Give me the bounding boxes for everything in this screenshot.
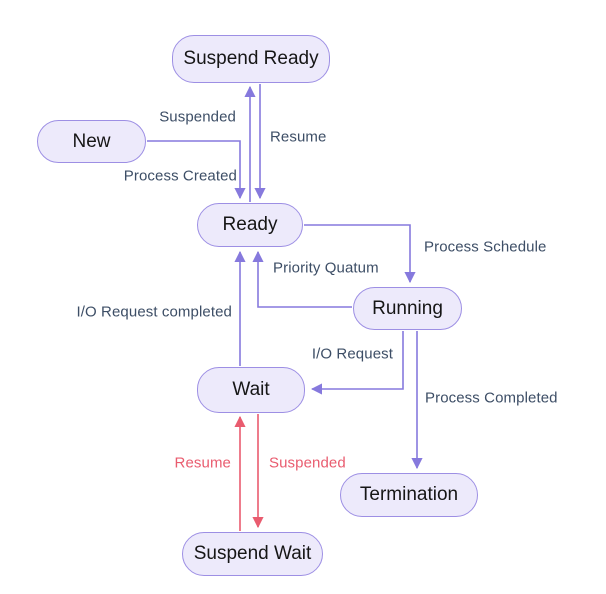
edge-label-process-completed: Process Completed <box>425 389 558 407</box>
edge-process-created <box>147 140 246 200</box>
edge-io-request <box>310 331 404 395</box>
state-node-wait: Wait <box>197 367 305 413</box>
edge-priority-quatum <box>252 250 352 308</box>
state-node-termination: Termination <box>340 473 478 517</box>
edge-label-io-request-completed: I/O Request completed <box>76 303 232 321</box>
edge-label-process-created: Process Created <box>123 167 237 185</box>
state-node-suspend-wait: Suspend Wait <box>182 532 323 576</box>
state-node-running: Running <box>353 287 462 330</box>
edge-label-priority-quatum: Priority Quatum <box>273 259 379 277</box>
edge-process-schedule <box>304 224 416 284</box>
edge-label-resume-to-wait: Resume <box>174 454 231 472</box>
edge-paths <box>147 84 423 531</box>
edge-label-suspended-to-suspend-wait: Suspended <box>269 454 346 472</box>
state-node-ready: Ready <box>197 203 303 247</box>
state-node-suspend-ready: Suspend Ready <box>172 35 330 83</box>
edge-label-suspended-to-suspend-ready: Suspended <box>159 108 236 126</box>
edge-label-process-schedule: Process Schedule <box>424 238 547 256</box>
edge-label-resume-to-ready: Resume <box>270 128 327 146</box>
edge-label-io-request: I/O Request <box>311 345 393 363</box>
state-node-new: New <box>37 120 146 163</box>
